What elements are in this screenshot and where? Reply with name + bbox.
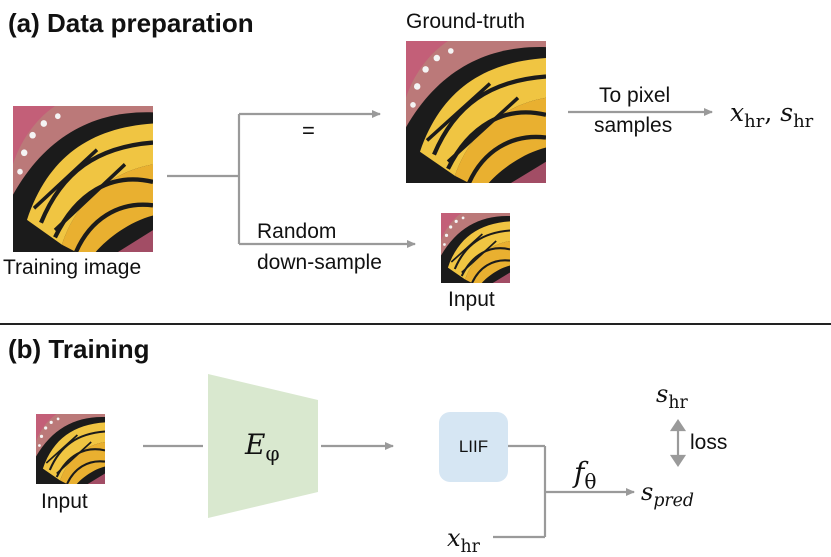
input-image-small [441,213,510,283]
ground-truth-image [406,41,546,183]
liif-label: LIIF [458,437,489,456]
section-divider [0,323,831,325]
x-hr-s-hr-label: xhr, shr [730,98,814,132]
encoder-trapezoid [208,374,318,518]
input-label-b: Input [41,490,88,513]
loss-label: loss [690,431,728,454]
input-label-a: Input [448,288,495,311]
random-label: Random [257,220,337,243]
s-hr-label: shr [656,380,688,413]
liif-box: LIIF [439,412,508,482]
samples-label: samples [594,114,673,137]
training-image-label: Training image [3,256,142,279]
x-hr-label: xhr [447,524,480,557]
f-theta-label: fθ [574,456,597,494]
ground-truth-label: Ground-truth [406,10,526,33]
training-image [13,106,153,252]
input-image-training [36,414,105,484]
equals-sign: = [302,118,315,143]
to-pixel-label: To pixel [599,84,671,107]
s-pred-label: spred [641,478,694,511]
encoder-label: Eφ [245,428,280,466]
section-title-training: (b) Training [8,334,150,364]
down-sample-label: down-sample [257,251,382,274]
section-title-data-preparation: (a) Data preparation [8,8,254,38]
